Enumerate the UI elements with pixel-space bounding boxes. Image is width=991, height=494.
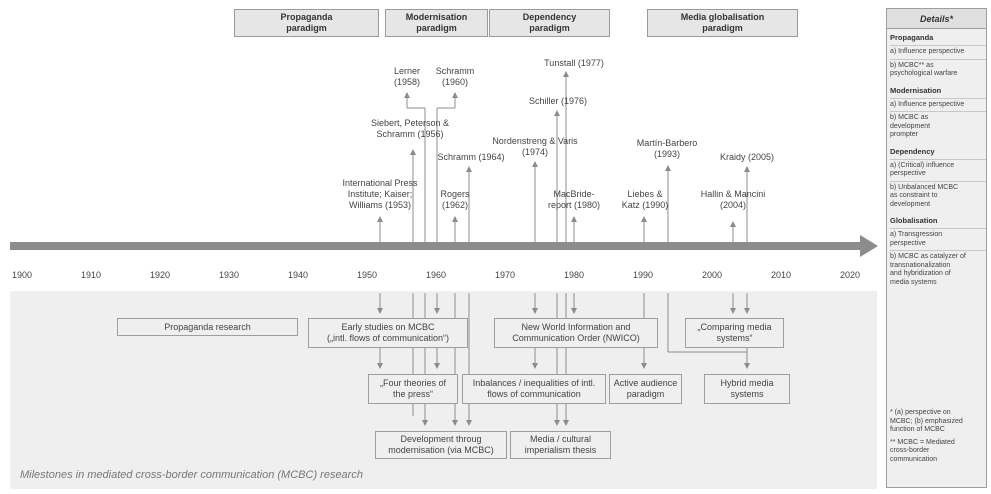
- year-label: 1940: [287, 270, 309, 280]
- milestone-macbride: MacBride- report (1980): [547, 189, 601, 210]
- box-hybrid-media-systems: Hybrid media systems: [704, 374, 790, 404]
- box-imbalances: Inbalances / inequalities of intl. flows…: [462, 374, 606, 404]
- year-label: 2020: [839, 270, 861, 280]
- year-label: 2010: [770, 270, 792, 280]
- details-item: b) Unbalanced MCBC as constraint to deve…: [890, 180, 986, 212]
- milestone-liebes-katz: Liebes & Katz (1990): [621, 189, 669, 210]
- milestone-schramm-1960: Schramm (1960): [435, 66, 475, 87]
- year-label: 1980: [563, 270, 585, 280]
- box-propaganda-research: Propaganda research: [117, 318, 298, 336]
- paradigm-propaganda: Propaganda paradigm: [234, 9, 379, 37]
- details-item: a) (Critical) influence perspective: [890, 158, 986, 181]
- milestone-schiller: Schiller (1976): [528, 96, 588, 106]
- milestone-martin-barbero: Martín-Barbero (1993): [636, 138, 698, 159]
- details-body: Propaganda a) Influence perspective b) M…: [890, 33, 986, 289]
- milestone-nordenstreng: Nordenstreng & Varis (1974): [492, 136, 578, 157]
- box-media-imperialism: Media / cultural imperialism thesis: [510, 431, 611, 459]
- box-comparing-media-systems: „Comparing media systems“: [685, 318, 784, 348]
- milestone-siebert: Siebert, Peterson & Schramm (1956): [370, 118, 450, 139]
- year-label: 1970: [494, 270, 516, 280]
- year-label: 1950: [356, 270, 378, 280]
- box-four-theories: „Four theories of the press“: [368, 374, 458, 404]
- paradigm-media-globalisation: Media globalisation paradigm: [647, 9, 798, 37]
- year-label: 1910: [80, 270, 102, 280]
- year-label: 1930: [218, 270, 240, 280]
- box-early-studies: Early studies on MCBC („intl. flows of c…: [308, 318, 468, 348]
- paradigm-modernisation: Modernisation paradigm: [385, 9, 488, 37]
- details-heading: Propaganda: [890, 33, 934, 42]
- details-item: b) MCBC as development prompter: [890, 111, 986, 142]
- details-heading: Globalisation: [890, 216, 938, 225]
- timeline-arrowhead: [860, 235, 878, 257]
- milestone-lerner: Lerner (1958): [393, 66, 421, 87]
- year-label: 1990: [632, 270, 654, 280]
- details-item: b) MCBC as catalyzer of transnationaliza…: [890, 250, 986, 289]
- details-title: Details*: [887, 9, 986, 29]
- details-item: b) MCBC** as psychological warfare: [890, 58, 986, 81]
- details-footnotes: * (a) perspective on MCBC; (b) emphasize…: [890, 409, 985, 468]
- footnote: ** MCBC = Mediated cross-border communic…: [890, 438, 955, 463]
- details-item: a) Influence perspective: [890, 45, 986, 59]
- footnote: * (a) perspective on MCBC; (b) emphasize…: [890, 409, 963, 433]
- box-nwico: New World Information and Communication …: [494, 318, 658, 348]
- year-label: 2000: [701, 270, 723, 280]
- panel-caption: Milestones in mediated cross-border comm…: [20, 469, 363, 481]
- milestone-schramm-1964: Schramm (1964): [437, 152, 505, 162]
- details-heading: Modernisation: [890, 85, 942, 95]
- milestone-ipi: International Press Institute; Kaiser; W…: [342, 178, 418, 210]
- box-active-audience: Active audience paradigm: [609, 374, 682, 404]
- details-item: a) Transgression perspective: [890, 228, 986, 250]
- timeline-bar: [10, 242, 862, 250]
- milestone-kraidy: Kraidy (2005): [719, 152, 775, 162]
- year-label: 1900: [11, 270, 33, 280]
- milestone-hallin-mancini: Hallin & Mancini (2004): [700, 189, 766, 210]
- details-item: a) Influence perspective: [890, 97, 986, 112]
- details-heading: Dependency: [890, 146, 935, 156]
- year-label: 1920: [149, 270, 171, 280]
- box-development-modernisation: Development throug modernisation (via MC…: [375, 431, 507, 459]
- milestone-rogers: Rogers (1962): [440, 189, 470, 210]
- year-label: 1960: [425, 270, 447, 280]
- milestone-tunstall: Tunstall (1977): [544, 58, 604, 68]
- details-panel: Details* Propaganda a) Influence perspec…: [886, 8, 987, 488]
- paradigm-dependency: Dependency paradigm: [489, 9, 610, 37]
